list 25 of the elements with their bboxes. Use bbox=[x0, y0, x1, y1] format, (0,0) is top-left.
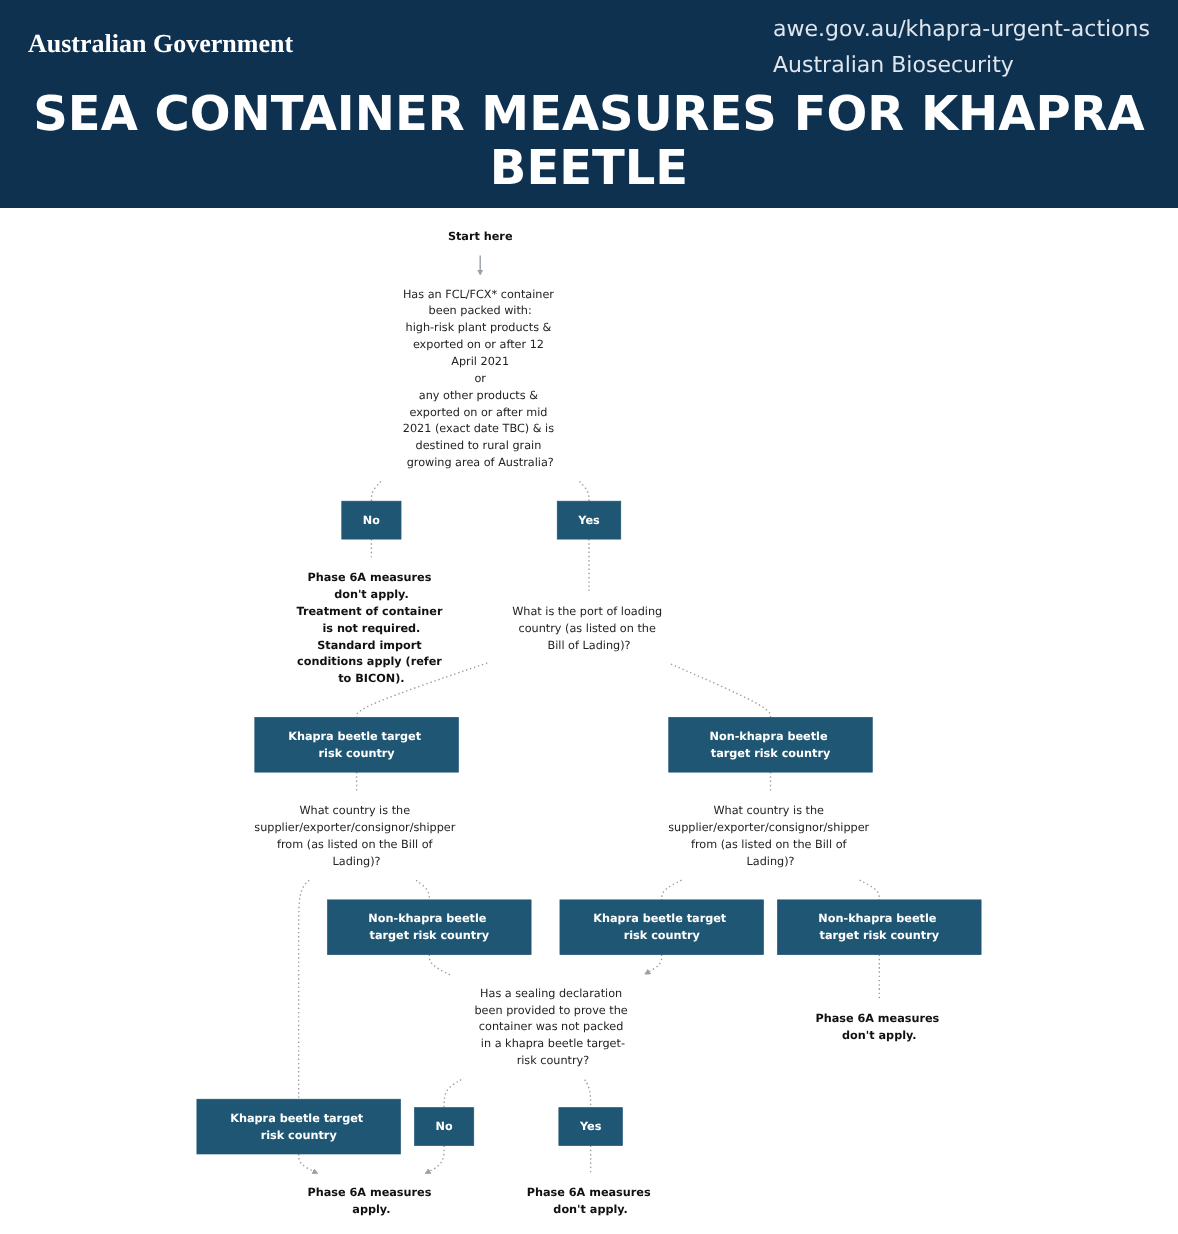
contact-text: Australian Biosecurity bbox=[773, 50, 1016, 82]
title: SEA CONTAINER MEASURES FOR KHAPRA BEETLE bbox=[31, 88, 1147, 196]
arrow bbox=[424, 1144, 445, 1174]
connector bbox=[589, 1144, 592, 1175]
connector bbox=[370, 538, 373, 560]
connector bbox=[443, 1078, 462, 1109]
connector bbox=[355, 771, 358, 793]
connector bbox=[578, 480, 590, 502]
connector bbox=[588, 538, 590, 594]
connector bbox=[670, 663, 772, 719]
connector bbox=[370, 480, 382, 502]
arrow bbox=[644, 953, 663, 975]
connector bbox=[858, 879, 880, 901]
arrow bbox=[477, 254, 484, 276]
arrow bbox=[298, 1153, 319, 1174]
connector bbox=[298, 879, 310, 1100]
connector bbox=[878, 953, 880, 1001]
connector bbox=[661, 879, 683, 901]
connector bbox=[428, 953, 452, 977]
web-address: awe.gov.au/khapra-urgent-actions bbox=[773, 14, 1150, 46]
connector bbox=[355, 662, 488, 719]
government-name: Australian Government bbox=[28, 28, 294, 60]
connector bbox=[415, 879, 430, 901]
connector bbox=[584, 1078, 592, 1109]
connector bbox=[769, 771, 772, 793]
